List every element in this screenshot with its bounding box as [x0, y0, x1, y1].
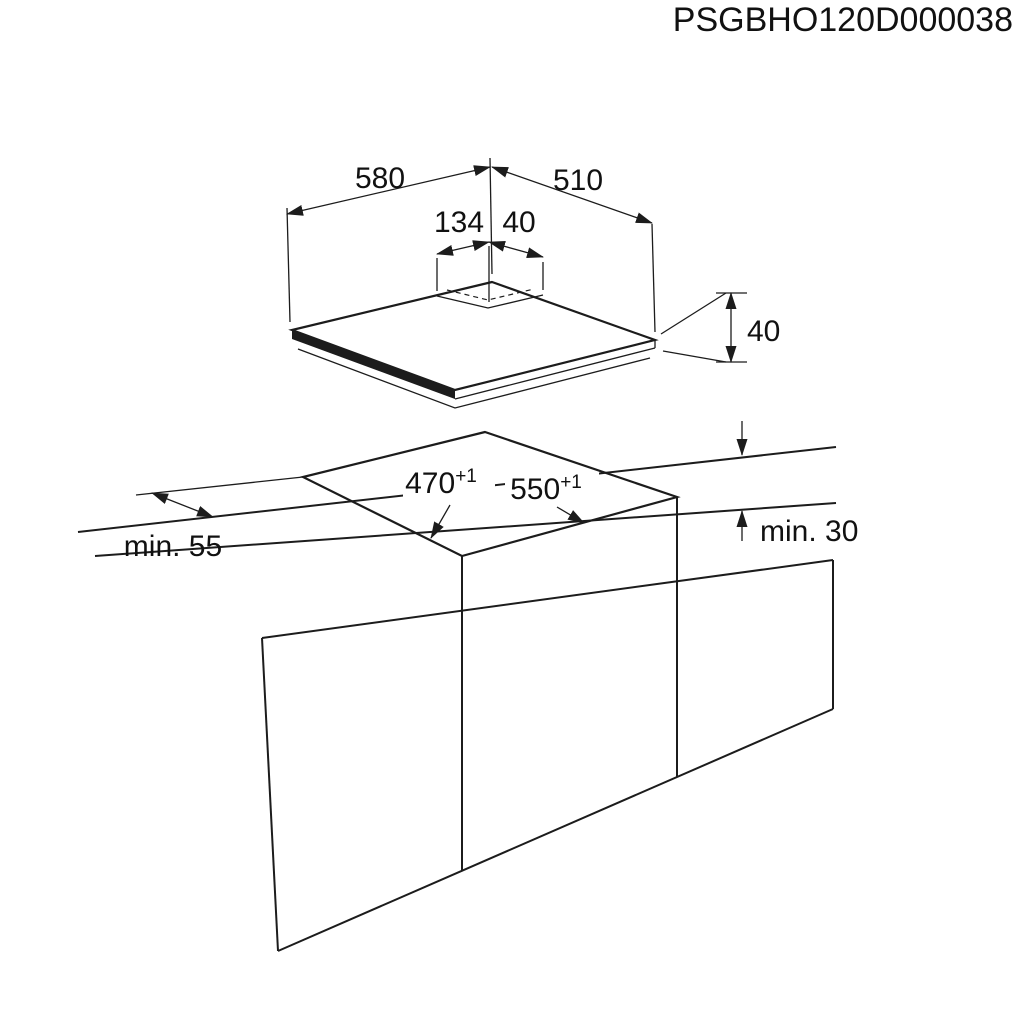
dimension-line [286, 165, 491, 216]
extension-line [662, 350, 727, 363]
extension-line [489, 157, 493, 275]
worktop-thickness-value: min. 30 [760, 515, 858, 548]
dim-hob-depth: 510 [491, 164, 656, 333]
dimension-line [488, 240, 544, 259]
hob-depth-value: 510 [553, 164, 603, 197]
dimension-line [151, 492, 214, 518]
dim-hob-height: 40 [660, 292, 780, 363]
hob-body-bottom-edge [297, 348, 651, 409]
dim-worktop-thickness: min. 30 [736, 421, 858, 548]
dimension-line [491, 166, 653, 224]
cutout-depth-value: 470+1 [405, 466, 477, 500]
gas-connection-mark-outer [436, 294, 544, 309]
hob-top-surface [288, 280, 659, 392]
connection-offset-value: 134 [434, 206, 484, 239]
worktop-front-bottom-edge [94, 502, 837, 557]
dim-cutout-width: 550+1 [505, 472, 599, 524]
label-mask [403, 466, 495, 498]
hob-front-left-edge [292, 330, 455, 399]
extension-line [660, 292, 727, 335]
hob-height-value: 40 [747, 315, 780, 348]
cabinet-bottom-edge [277, 708, 834, 952]
extension-line [286, 207, 291, 323]
dim-hob-width: 580 [286, 157, 493, 323]
extension-line [135, 476, 304, 496]
connection-width-value: 40 [502, 206, 535, 239]
gas-connection-mark-inner [446, 288, 535, 301]
leader-arrow [430, 504, 451, 539]
dim-front-clearance: min. 55 [124, 476, 304, 563]
front-clearance-value: min. 55 [124, 530, 222, 563]
hob-width-value: 580 [355, 162, 405, 195]
cutout-width-value: 550+1 [510, 472, 582, 506]
dim-connection-position: 134 40 [434, 206, 544, 302]
cabinet-top-edge [261, 559, 834, 639]
hob-drawing [288, 280, 659, 409]
cabinet-drawing [261, 497, 834, 952]
dim-cutout-depth: 470+1 [403, 466, 495, 539]
dimension-line [436, 240, 490, 256]
leader-arrow [556, 506, 585, 524]
drawing-code-title: PSGBHO120D000038 [673, 1, 1013, 39]
hob-front-right-edge [454, 340, 656, 400]
cabinet-left-edge [261, 637, 279, 952]
label-mask [505, 472, 599, 504]
extension-line [651, 223, 656, 333]
